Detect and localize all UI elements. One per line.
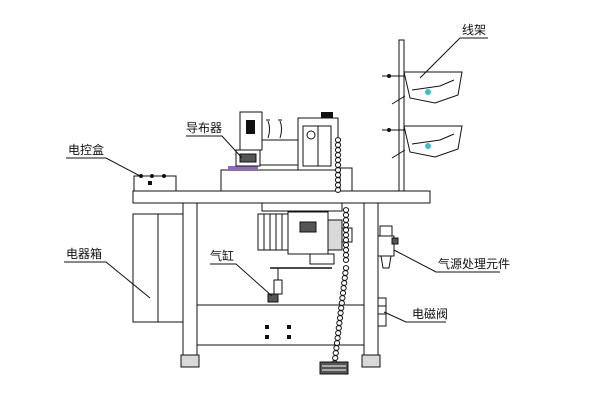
table-top: [132, 190, 431, 204]
table: [132, 190, 431, 368]
chain-bead: [334, 177, 342, 183]
thread-cone-upper: [382, 71, 463, 105]
label-thread-stand: 线架: [462, 23, 486, 37]
chain-bead: [342, 217, 350, 223]
chain-bead: [334, 162, 342, 168]
chain-bead: [336, 320, 343, 326]
chain-bead: [342, 222, 350, 228]
electrical-box: [132, 213, 184, 323]
label-electrical-box: 电器箱: [66, 246, 102, 261]
chain-bead: [333, 340, 341, 346]
control-box: [133, 174, 177, 192]
chain-bead: [332, 350, 339, 356]
chain-bead: [338, 300, 345, 306]
air-cylinder: [267, 267, 332, 303]
chain-bead: [342, 242, 350, 248]
chain-bead: [342, 227, 350, 233]
bead-chain: [331, 137, 350, 366]
chain-bead: [342, 265, 350, 271]
chain-bead: [334, 335, 341, 341]
foot-pedal: [319, 361, 349, 375]
chain-bead: [342, 252, 350, 258]
chain-bead: [342, 257, 350, 263]
chain-bead: [334, 187, 342, 193]
label-fabric-guide: 导布器: [186, 121, 222, 135]
label-solenoid-valve: 电磁阀: [412, 306, 448, 321]
panel-marks: [265, 325, 291, 339]
chain-bead: [342, 237, 350, 243]
chain-bead: [334, 182, 342, 188]
chain-bead: [340, 285, 347, 291]
chain-bead: [333, 345, 340, 351]
chain-bead: [334, 152, 342, 158]
chain-bead: [342, 207, 350, 213]
thread-cone-lower: [382, 125, 463, 159]
chain-bead: [342, 270, 349, 276]
leader-lines: [64, 37, 500, 323]
chain-bead: [336, 315, 344, 321]
chain-bead: [334, 167, 342, 173]
table-foot-right: [361, 354, 381, 368]
chain-bead: [337, 310, 344, 316]
chain-bead: [342, 232, 350, 238]
label-air-source-unit: 气源处理元件: [438, 256, 510, 271]
label-air-cylinder: 气缸: [210, 248, 234, 263]
air-source-unit: [377, 225, 399, 269]
chain-bead: [339, 295, 346, 301]
chain-bead: [334, 137, 342, 143]
chain-bead: [334, 157, 342, 163]
chain-bead: [339, 290, 347, 296]
chain-bead: [341, 280, 348, 286]
chain-bead: [341, 275, 348, 281]
chain-bead: [334, 172, 342, 178]
chain-bead: [335, 325, 342, 331]
chain-bead: [334, 147, 342, 153]
chain-bead: [335, 330, 342, 336]
table-foot-left: [180, 354, 200, 368]
table-leg-right: [363, 202, 379, 356]
chain-bead: [338, 305, 345, 311]
solenoid-valve: [377, 297, 387, 327]
table-leg-left: [182, 202, 198, 356]
chain-bead: [334, 142, 342, 148]
label-control-box: 电控盒: [68, 142, 104, 157]
sewing-machine-head: [220, 111, 353, 192]
chain-bead: [342, 212, 350, 218]
chain-bead: [342, 247, 350, 253]
thread-stand: [382, 39, 463, 192]
chain-bead: [332, 355, 339, 361]
motor: [257, 202, 353, 265]
